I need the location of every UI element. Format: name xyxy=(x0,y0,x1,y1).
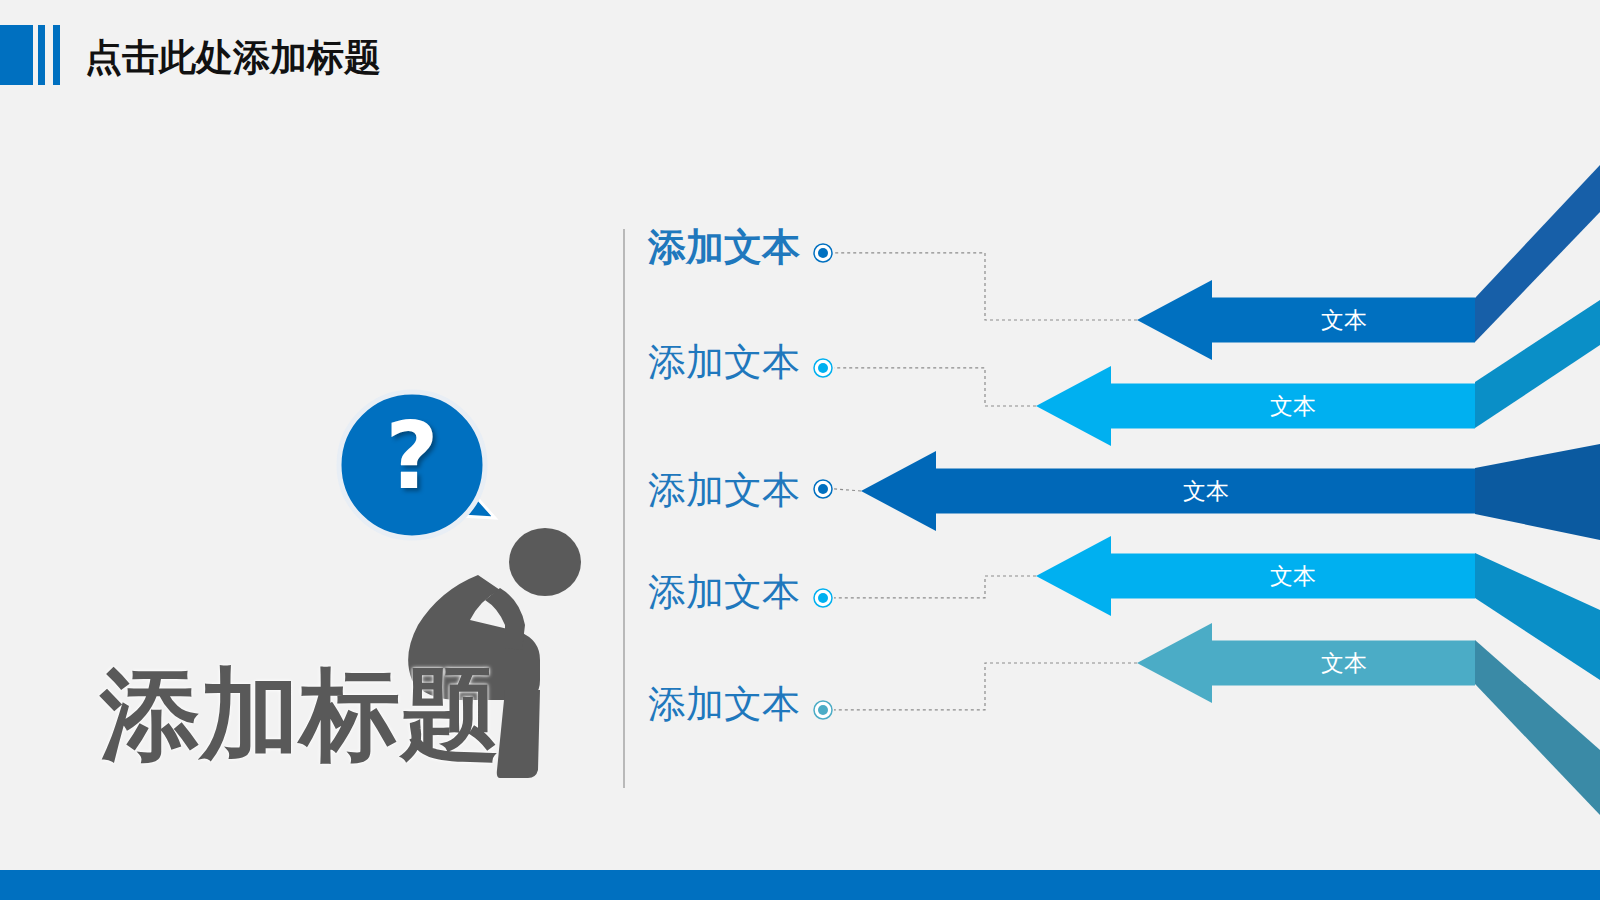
bullet-dot xyxy=(812,242,834,264)
item-text: 添加文本 xyxy=(648,682,800,728)
leader-line xyxy=(834,489,861,491)
arrow-outline xyxy=(1137,623,1475,703)
bullet-dot xyxy=(812,478,834,500)
bullet-dot xyxy=(812,357,834,379)
bullet-dot xyxy=(812,699,834,721)
arrow-shape: 文本 xyxy=(1137,623,1475,703)
arrow-shape: 文本 xyxy=(1036,366,1475,446)
arrow-shape: 文本 xyxy=(1036,536,1475,616)
arrow-shape: 文本 xyxy=(861,451,1475,531)
arrow-label: 文本 xyxy=(1212,623,1475,703)
title-bar xyxy=(38,25,45,85)
footer-bar xyxy=(0,870,1600,900)
fan-band xyxy=(1475,640,1600,815)
arrow-outline xyxy=(1137,280,1475,360)
text-item: 添加文本 xyxy=(648,468,834,514)
leader-line xyxy=(834,368,1036,406)
big-heading: 添加标题 xyxy=(100,660,500,770)
item-text: 添加文本 xyxy=(648,225,800,271)
arrow-outline xyxy=(861,451,1475,531)
leader-line xyxy=(834,576,1036,598)
text-item: 添加文本 xyxy=(648,682,834,728)
arrow-label: 文本 xyxy=(1111,366,1475,446)
title-bar xyxy=(0,25,33,85)
text-item: 添加文本 xyxy=(648,225,834,271)
text-item: 添加文本 xyxy=(648,570,834,616)
item-text: 添加文本 xyxy=(648,570,800,616)
leader-line xyxy=(834,253,1137,320)
fan-band xyxy=(1475,444,1600,540)
leader-line xyxy=(834,663,1137,710)
question-mark: ? xyxy=(362,402,462,512)
item-text: 添加文本 xyxy=(648,340,800,386)
title-bar xyxy=(53,25,60,85)
question-bubble xyxy=(339,392,495,538)
slide-title: 点击此处添加标题 xyxy=(85,33,381,83)
arrow-label: 文本 xyxy=(1212,280,1475,360)
item-text: 添加文本 xyxy=(648,468,800,514)
arrow-label: 文本 xyxy=(1111,536,1475,616)
arrow-shape: 文本 xyxy=(1137,280,1475,360)
fan-band xyxy=(1475,300,1600,428)
divider-line xyxy=(623,229,625,788)
arrow-outline xyxy=(1036,366,1475,446)
arrow-outline xyxy=(1036,536,1475,616)
text-item: 添加文本 xyxy=(648,340,834,386)
bullet-dot xyxy=(812,587,834,609)
arrow-label: 文本 xyxy=(936,451,1475,531)
